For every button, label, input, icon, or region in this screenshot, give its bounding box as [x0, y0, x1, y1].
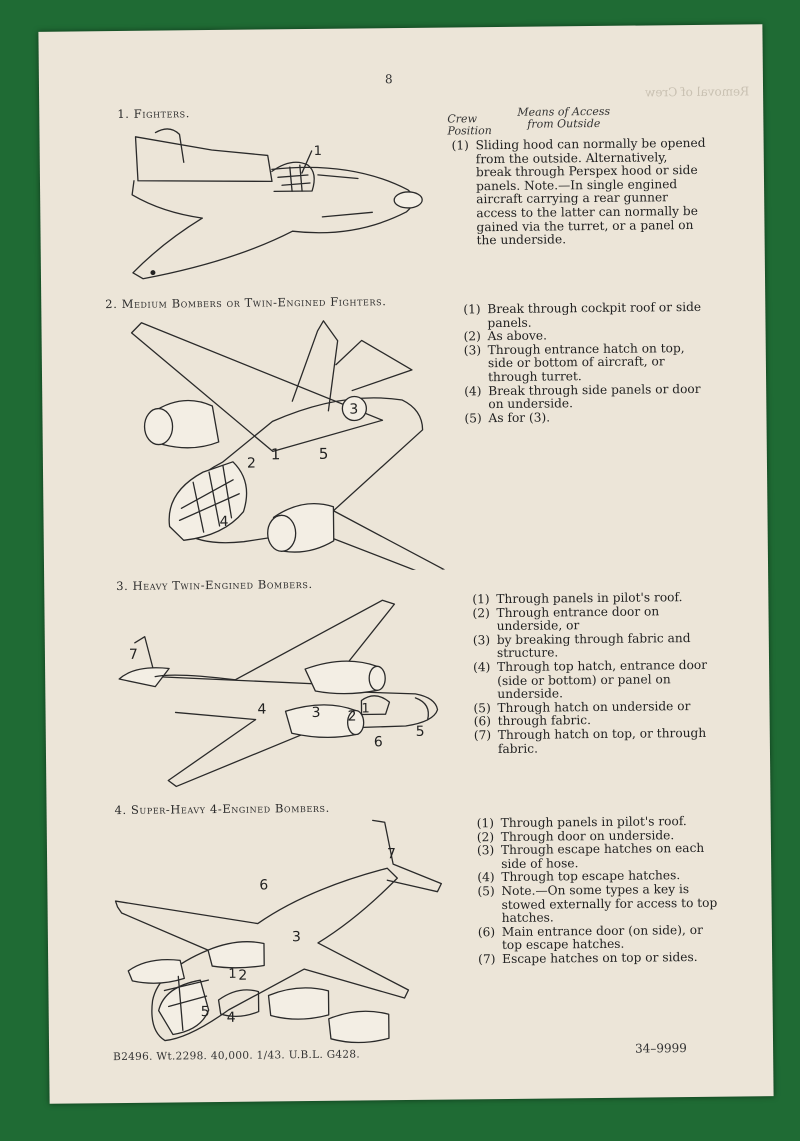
callout-1: 1 [271, 445, 281, 463]
heavy-bombers-access-list: (1)Through panels in pilot's roof. (2)Th… [472, 590, 714, 757]
callout-2: 2 [247, 456, 256, 472]
bleed-through-text: Removal of Crew [644, 84, 750, 100]
list-item: (3)Through escape hatches on each side o… [476, 841, 705, 871]
fighter-diagram: 1 [121, 120, 443, 293]
form-number: 34–9999 [635, 1041, 687, 1056]
list-item: (4)Break through side panels or door on … [464, 381, 701, 412]
section-title-fighters: 1. Fighters. [117, 106, 191, 121]
callout-7: 7 [387, 846, 396, 862]
document-page: Removal of Crew 8 Crew Position Means of… [38, 24, 774, 1104]
means-of-access-header: Means of Access from Outside [517, 104, 611, 131]
list-item: (3)by breaking through fabric and struct… [472, 630, 691, 661]
section-title-medium-bombers: 2. Medium Bombers or Twin-Engined Fighte… [105, 294, 387, 312]
super-heavy-bomber-diagram: 6 7 3 1 2 5 4 [107, 818, 449, 1052]
list-item: (6)Main entrance door (on side), or top … [477, 922, 703, 953]
list-item: (1)Sliding hood can normally be opened f… [451, 135, 706, 248]
callout-1: 1 [314, 144, 322, 159]
callout-1: 1 [228, 967, 236, 982]
list-item: (5)As for (3). [464, 410, 551, 426]
callout-4: 4 [219, 514, 228, 530]
list-item: (5)Note.—On some types a key is stowed e… [477, 882, 718, 926]
callout-6: 6 [374, 734, 383, 750]
callout-5: 5 [416, 724, 425, 740]
fighters-access-list: (1)Sliding hood can normally be opened f… [451, 135, 707, 248]
callout-4: 4 [227, 1010, 236, 1026]
callout-1: 1 [361, 701, 369, 716]
page-number: 8 [384, 72, 393, 87]
callout-7: 7 [129, 647, 138, 663]
list-item: (2)Through entrance door on underside, o… [472, 603, 660, 634]
callout-3: 3 [292, 929, 301, 945]
heavy-bomber-diagram: 7 4 3 2 1 5 6 [114, 593, 456, 797]
super-heavy-bombers-access-list: (1)Through panels in pilot's roof. (2)Th… [476, 814, 719, 967]
list-item: (4)Through top hatch, entrance door (sid… [473, 657, 708, 702]
callout-4: 4 [257, 701, 266, 717]
callout-5: 5 [201, 1004, 210, 1020]
callout-2: 2 [238, 968, 247, 984]
callout-3: 3 [311, 705, 320, 721]
section-title-heavy-bombers: 3. Heavy Twin-Engined Bombers. [116, 576, 313, 594]
print-reference: B2496. Wt.2298. 40,000. 1/43. U.B.L. G42… [113, 1048, 361, 1064]
list-item: (1)Break through cockpit roof or side pa… [463, 299, 702, 330]
section-title-super-heavy-bombers: 4. Super-Heavy 4-Engined Bombers. [114, 800, 330, 818]
list-item: (3)Through entrance hatch on top, side o… [463, 340, 685, 385]
callout-3: 3 [349, 401, 358, 417]
medium-bombers-access-list: (1)Break through cockpit roof or side pa… [463, 299, 708, 426]
list-item: (7)Escape hatches on top or sides. [478, 949, 698, 967]
crew-position-header: Crew Position [447, 112, 492, 138]
callout-5: 5 [319, 445, 329, 463]
callout-2: 2 [348, 709, 357, 725]
medium-bomber-diagram: 3 1 5 2 4 [121, 310, 454, 573]
callout-6: 6 [259, 877, 268, 893]
list-item: (7)Through hatch on top, or through fabr… [473, 725, 707, 756]
